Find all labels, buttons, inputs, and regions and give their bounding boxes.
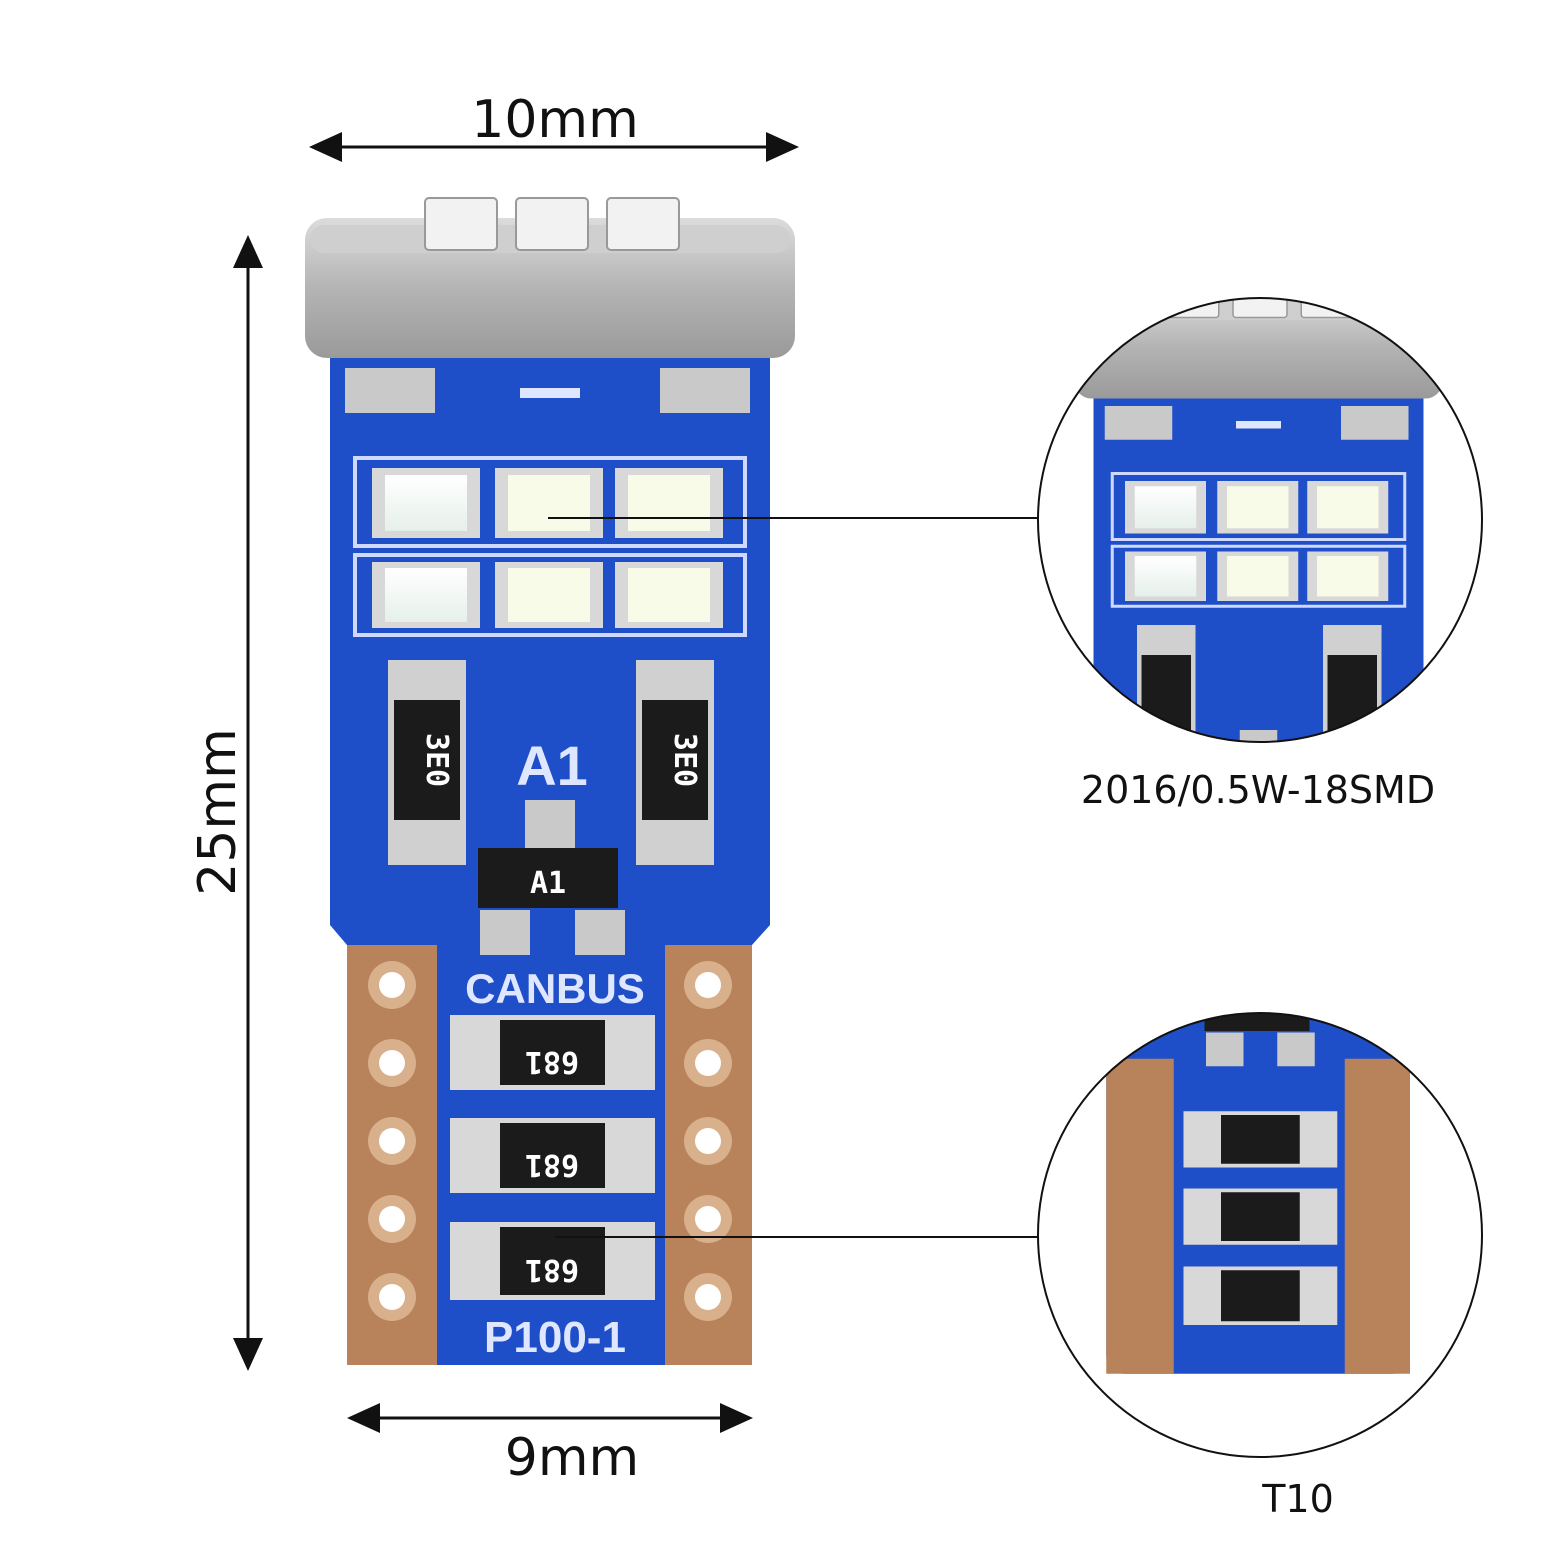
bulb-type-label: T10: [1261, 1477, 1334, 1521]
pin-hole: [379, 972, 405, 998]
pin-hole: [695, 1284, 721, 1310]
model-label: P100-1: [484, 1313, 626, 1362]
resistor-code-1: 681: [525, 1044, 579, 1079]
pin-hole: [379, 1128, 405, 1154]
pcb-top-label: A1: [516, 734, 588, 797]
resistor-code-left: 3E0: [419, 733, 454, 787]
top-width-label: 10mm: [471, 90, 638, 150]
pin-hole: [379, 1050, 405, 1076]
pin-hole: [379, 1206, 405, 1232]
pin-holes: [368, 961, 732, 1321]
pin-hole: [695, 972, 721, 998]
pin-hole: [379, 1284, 405, 1310]
led-spec-label: 2016/0.5W-18SMD: [1081, 768, 1435, 812]
led-zoom-detail: [1037, 297, 1483, 743]
t10-led-bulb: A1 A1 CANBUS P100-1 3E0 3E0 681 681 681: [303, 196, 797, 1367]
transistor-label: A1: [530, 866, 566, 901]
height-label: 25mm: [188, 728, 248, 895]
resistor-code-right: 3E0: [667, 733, 702, 787]
canbus-label: CANBUS: [465, 965, 645, 1012]
resistor-code-3: 681: [525, 1252, 579, 1287]
resistor-zoom-detail: [1037, 1012, 1483, 1458]
resistor-code-2: 681: [525, 1147, 579, 1182]
bottom-width-label: 9mm: [505, 1428, 639, 1488]
pin-hole: [695, 1050, 721, 1076]
resistor-zoom-circle: [1037, 1012, 1483, 1458]
pin-hole: [695, 1128, 721, 1154]
pin-hole: [695, 1206, 721, 1232]
led-zoom-circle: [1037, 297, 1483, 743]
